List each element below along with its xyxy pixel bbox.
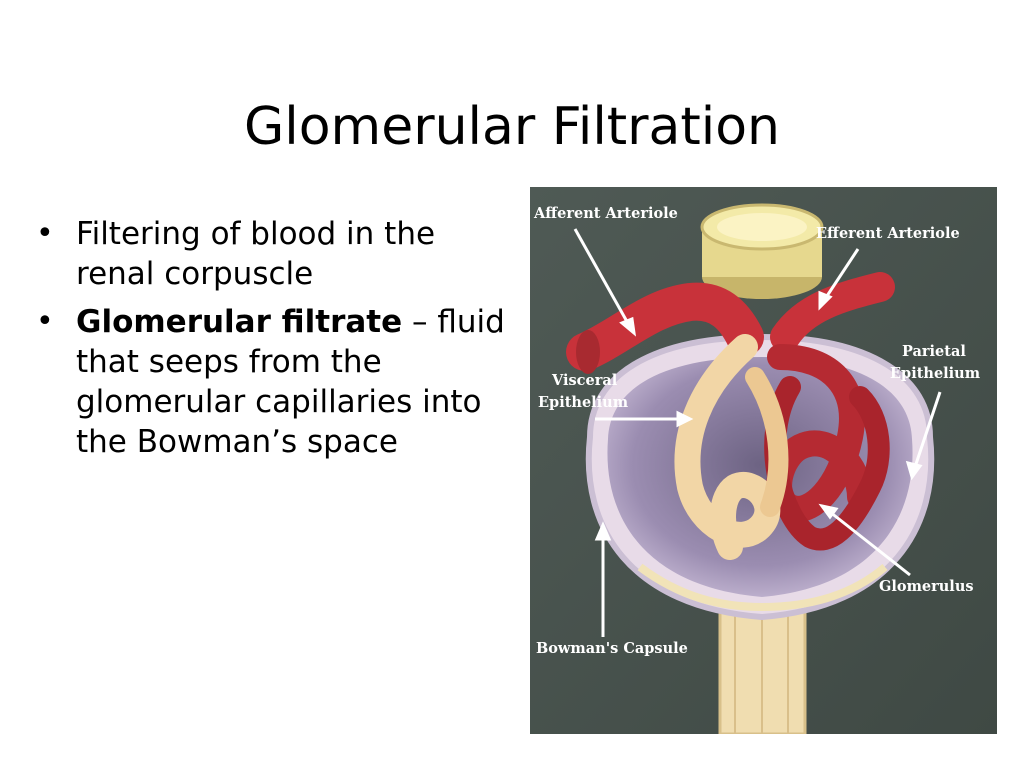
- arrow-parietal-head: [905, 460, 923, 481]
- label-visceral-1: Visceral: [551, 372, 618, 389]
- arrow-afferent-head: [619, 316, 637, 337]
- label-parietal-1: Parietal: [902, 343, 966, 360]
- bullet-text: fluid that seeps from the glomerular cap…: [76, 304, 505, 460]
- bullet-dash: –: [402, 304, 438, 340]
- arrow-afferent: [573, 228, 632, 328]
- label-afferent-arteriole: Afferent Arteriole: [533, 205, 678, 222]
- bullet-term: Glomerular filtrate: [76, 304, 403, 340]
- arrow-efferent: [823, 248, 860, 300]
- arrow-glomerulus-head: [818, 503, 839, 520]
- efferent-arteriole: [770, 272, 895, 352]
- page-title: Glomerular Filtration: [243, 96, 781, 157]
- bullet-text: Filtering of blood in the renal corpuscl…: [76, 216, 436, 292]
- bullet-list: Filtering of blood in the renal corpuscl…: [36, 214, 506, 470]
- arrow-bowmans-head: [594, 521, 612, 541]
- bullet-item: Glomerular filtrate – fluid that seeps f…: [36, 302, 506, 462]
- arrow-parietal: [913, 391, 942, 468]
- pointer-arrows: [573, 228, 942, 637]
- visceral-loops: [674, 334, 781, 560]
- renal-corpuscle-illustration: Afferent Arteriole Efferent Arteriole Pa…: [530, 187, 997, 734]
- tubule-cells: [734, 607, 789, 734]
- arrow-efferent-head: [818, 290, 833, 311]
- renal-corpuscle-figure: Afferent Arteriole Efferent Arteriole Pa…: [530, 187, 997, 734]
- label-parietal-2: Epithelium: [890, 365, 981, 382]
- label-glomerulus: Glomerulus: [879, 578, 974, 595]
- arrow-visceral-head: [676, 410, 694, 428]
- label-efferent-arteriole: Efferent Arteriole: [816, 225, 960, 242]
- bullet-item: Filtering of blood in the renal corpuscl…: [36, 214, 506, 294]
- label-bowmans-capsule: Bowman's Capsule: [536, 640, 688, 657]
- arteriole-cylinder-inner: [717, 213, 807, 241]
- visceral-loops-2: [745, 367, 789, 517]
- afferent-arteriole: [566, 282, 764, 371]
- parietal-epithelium: [637, 563, 888, 612]
- label-visceral-2: Epithelium: [538, 394, 629, 411]
- arrow-glomerulus: [829, 510, 911, 577]
- afferent-opening: [576, 330, 600, 374]
